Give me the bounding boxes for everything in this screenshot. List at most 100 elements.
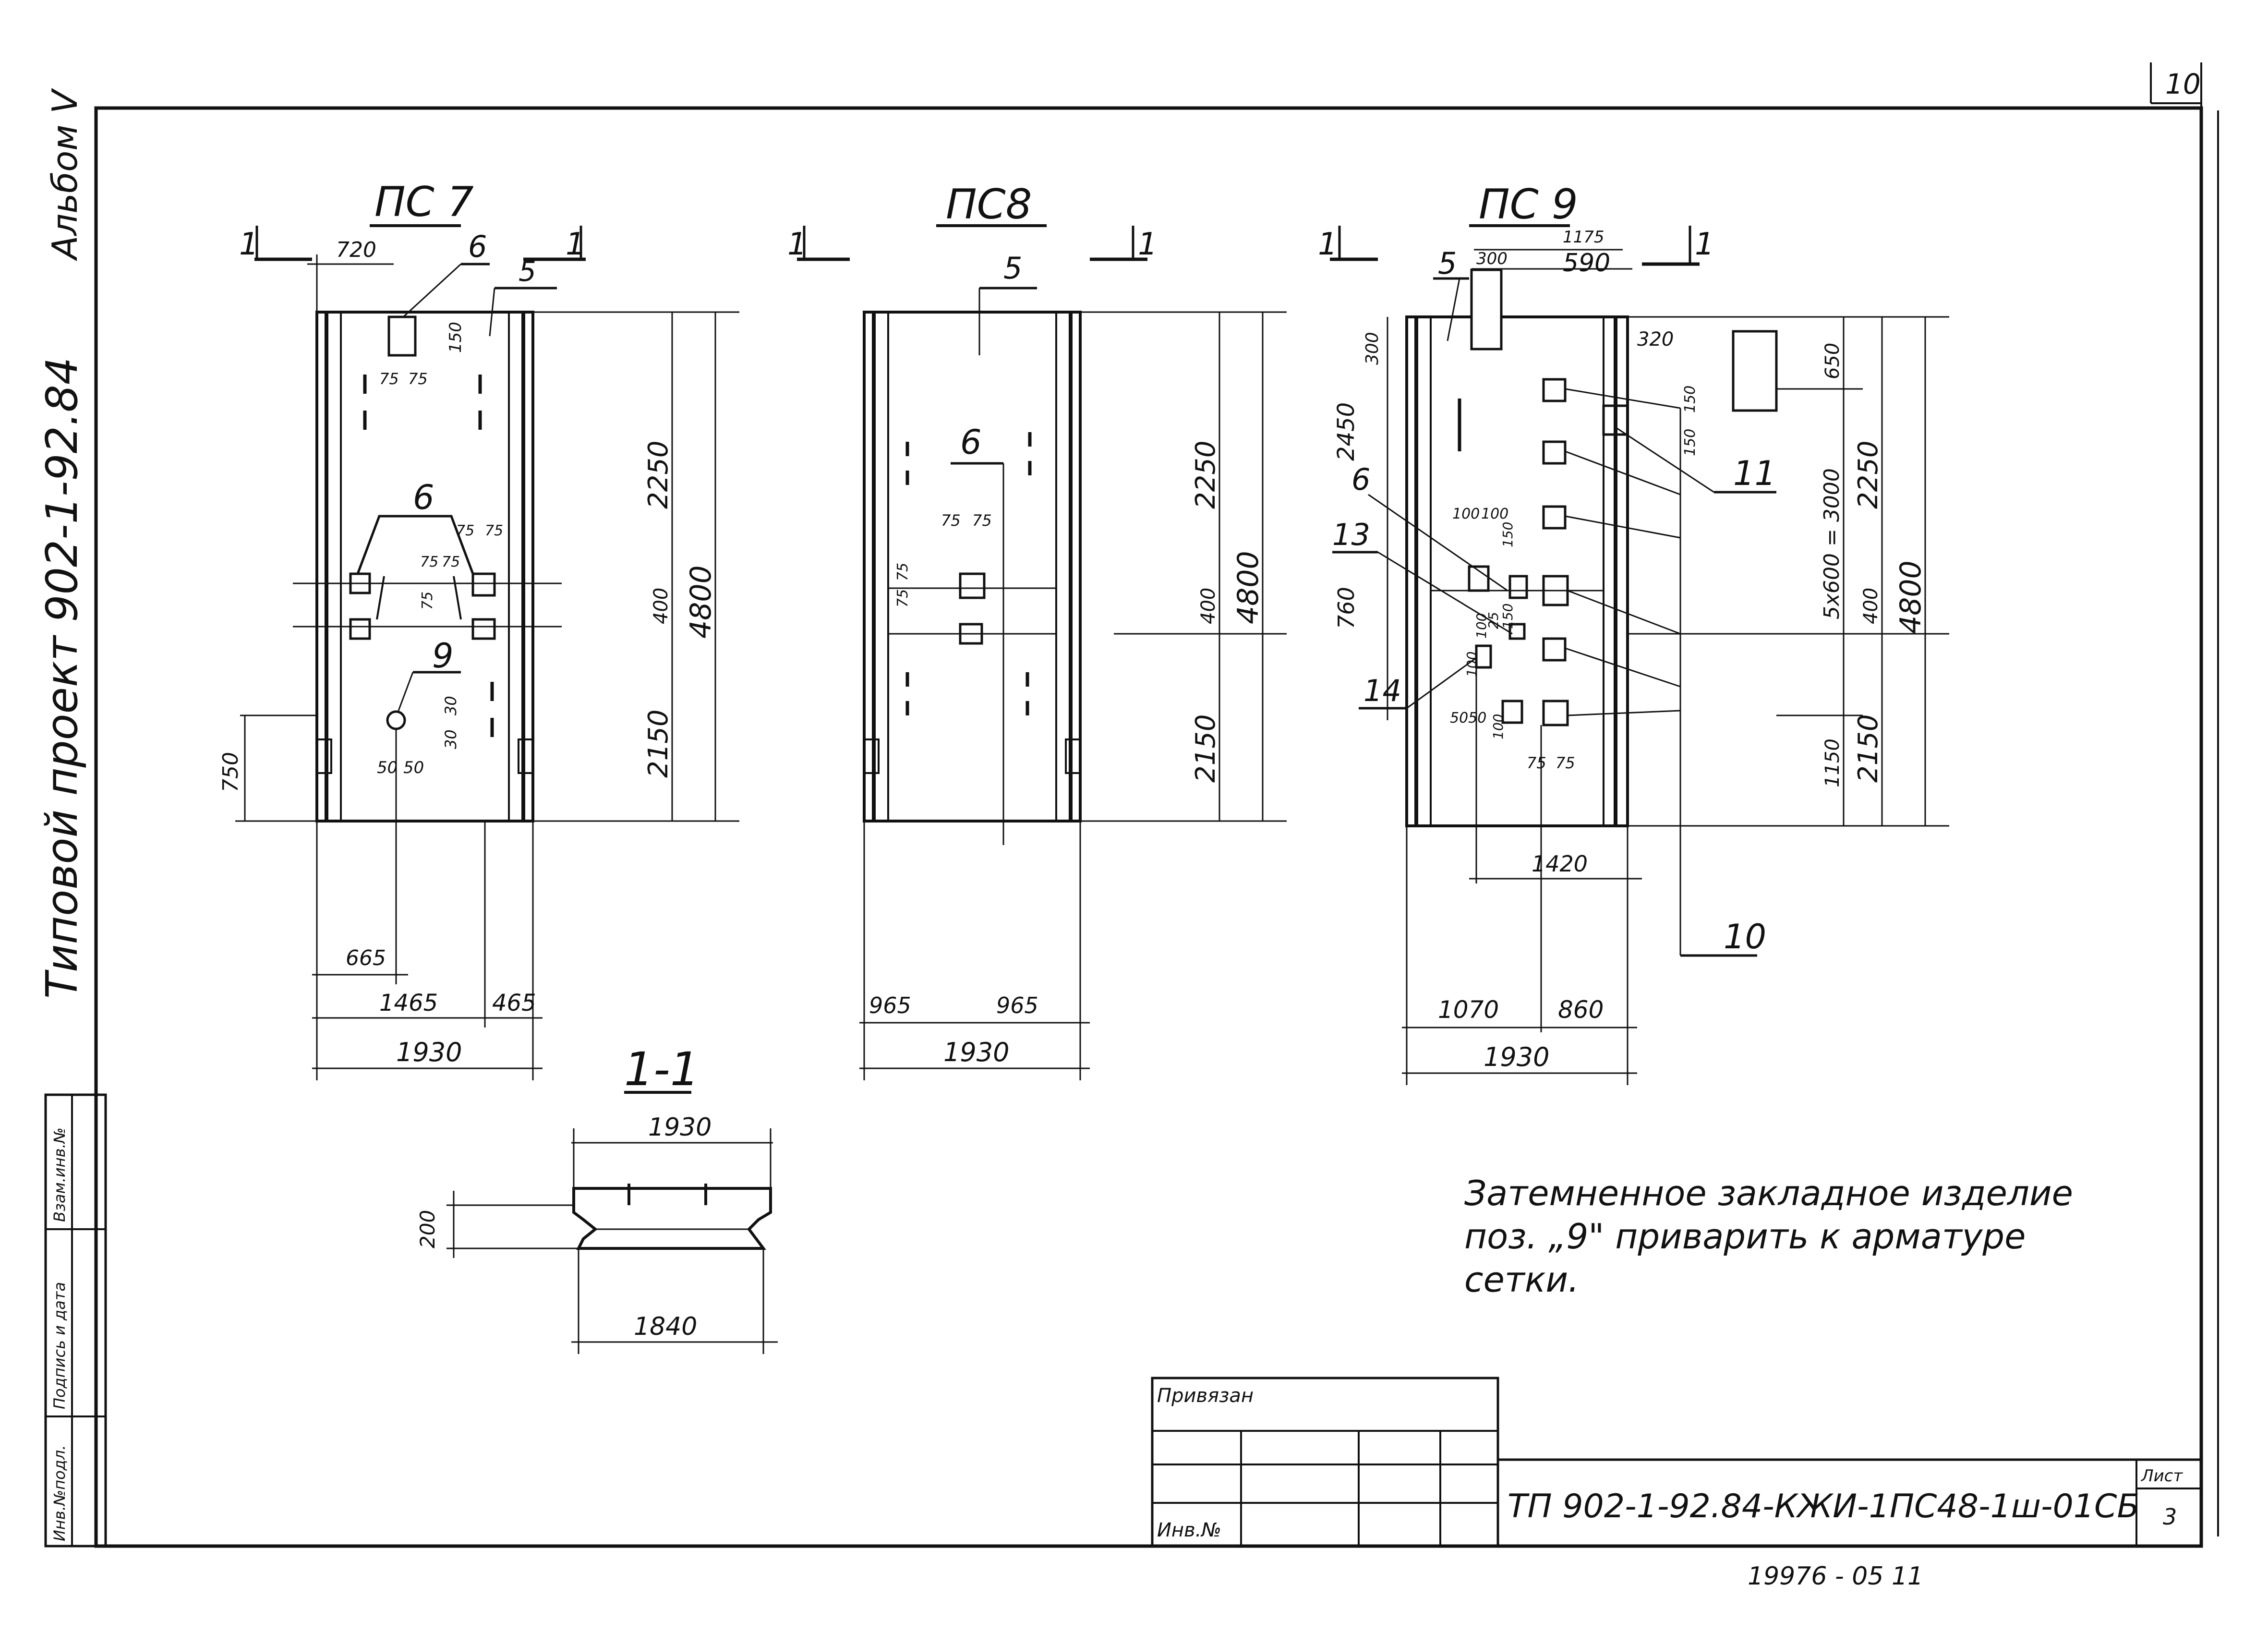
- ps7-dim-750: 750: [218, 752, 243, 792]
- ps9-dim-1150: 1150: [1822, 738, 1844, 787]
- privyazan-label: Привязан: [1157, 1385, 1254, 1407]
- ps7-dim-50-a: 50: [377, 758, 398, 777]
- ps7-title: ПС 7: [374, 178, 474, 226]
- ps7-dim-75-e: 75: [420, 554, 438, 570]
- ps7-section-mark-right: 1: [566, 227, 585, 262]
- ps9-dim-1175: 1175: [1563, 228, 1604, 247]
- ps9-dim-100-b: 100: [1481, 506, 1508, 522]
- ps9-dim-150-b: 150: [1682, 429, 1699, 456]
- ps8-dim-2150: 2150: [1190, 714, 1221, 783]
- ps8-dim-1930: 1930: [943, 1037, 1009, 1067]
- bottom-code: 19976 - 05 11: [1748, 1562, 1923, 1591]
- ps9-dim-2250: 2250: [1853, 440, 1884, 509]
- ps9-dim-5050: 5050: [1450, 710, 1486, 726]
- ps9-dim-300-left: 300: [1363, 332, 1382, 365]
- ps7-dim-465: 465: [492, 990, 536, 1016]
- sheet-label: Лист: [2140, 1466, 2183, 1486]
- ps8-dim-75-d: 75: [894, 589, 911, 607]
- ps9-dim-2450: 2450: [1333, 402, 1360, 461]
- ps7-dim-75-f: 75: [442, 554, 460, 570]
- section-dim-200: 200: [416, 1210, 439, 1248]
- ps7-dim-720: 720: [336, 238, 376, 262]
- general-note: Затемненное закладное изделие поз. „9" п…: [1464, 1173, 2073, 1300]
- ps9-callout-14: 14: [1363, 673, 1401, 708]
- ps9-dim-5x600: 5х600 = 3000: [1820, 468, 1844, 619]
- ps9-dim-1420: 1420: [1532, 851, 1588, 877]
- ps8-dim-965-a: 965: [869, 992, 911, 1018]
- ps9-dim-650: 650: [1822, 343, 1844, 379]
- ps9-dim-320: 320: [1637, 328, 1674, 351]
- ps9-dim-150-m: 150: [1500, 522, 1516, 547]
- ps7-section-mark-left: 1: [239, 227, 259, 262]
- ps9-callout-11: 11: [1733, 454, 1776, 493]
- panel-ps7: ПС 7 1 1: [218, 178, 739, 1080]
- ps9-dim-400: 400: [1860, 588, 1882, 624]
- drawing-designation: ТП 902-1-92.84-КЖИ-1ПС48-1ш-01СБ: [1508, 1488, 2139, 1525]
- ps8-dim-75-c: 75: [894, 563, 911, 581]
- ps8-dim-400: 400: [1197, 588, 1219, 624]
- project-title: Типовой проект 902-1-92.84: [37, 357, 87, 999]
- stamp-vzam-inv: Взам.инв.№: [50, 1127, 69, 1222]
- ps9-dim-1070: 1070: [1438, 996, 1499, 1024]
- ps7-dim-75-g: 75: [419, 592, 436, 610]
- ps7-dim-75-b: 75: [408, 370, 428, 388]
- ps9-top-opening: [1470, 268, 1503, 351]
- note-line-3: сетки.: [1464, 1259, 1579, 1300]
- ps8-section-mark-right: 1: [1138, 227, 1158, 262]
- note-line-2: поз. „9" приварить к арматуре: [1464, 1216, 2026, 1257]
- ps7-callout-9: 9: [432, 636, 454, 676]
- section-title: 1-1: [624, 1042, 700, 1096]
- note-line-1: Затемненное закладное изделие: [1464, 1173, 2073, 1213]
- ps7-dim-2150: 2150: [643, 709, 674, 778]
- ps9-dim-25: 25: [1485, 612, 1501, 629]
- ps7-dim-30-b: 30: [442, 696, 460, 715]
- ps9-dim-150-a: 150: [1682, 386, 1699, 413]
- album-title: Альбом V: [45, 88, 85, 261]
- ps7-dim-1465: 1465: [379, 990, 438, 1016]
- ps8-dim-965-b: 965: [996, 992, 1038, 1018]
- ps8-title: ПС8: [946, 181, 1032, 229]
- ps9-dim-760: 760: [1333, 587, 1359, 629]
- ps7-dim-665: 665: [346, 946, 386, 970]
- ps9-dim-150-n: 150: [1500, 604, 1516, 629]
- ps8-dim-2250: 2250: [1190, 440, 1221, 509]
- ps9-dim-1930: 1930: [1484, 1042, 1549, 1072]
- section-dim-1840: 1840: [634, 1312, 697, 1341]
- ps7-callout-5: 5: [519, 255, 536, 288]
- ps9-section-mark-left: 1: [1318, 227, 1338, 262]
- ps9-dim-100-a: 100: [1452, 506, 1480, 522]
- ps7-dim-75-d: 75: [485, 522, 503, 539]
- ps8-dim-75-b: 75: [972, 511, 992, 530]
- ps9-dim-4800: 4800: [1894, 560, 1928, 634]
- sheet-number: 10: [2165, 68, 2201, 100]
- ps8-dim-75-a: 75: [941, 511, 961, 530]
- ps9-dim-590: 590: [1563, 249, 1610, 278]
- ps7-dim-75-a: 75: [379, 370, 399, 388]
- ps7-dim-1930: 1930: [396, 1037, 462, 1067]
- ps8-callout-5: 5: [1003, 251, 1022, 286]
- ps9-callout-6: 6: [1351, 462, 1370, 497]
- ps7-dim-4800: 4800: [684, 565, 718, 639]
- ps9-section-mark-right: 1: [1695, 227, 1714, 262]
- stamp-signature-date: Подпись и дата: [50, 1282, 69, 1409]
- ps9-dim-75-b: 75: [1556, 754, 1575, 772]
- ps8-callout-6: 6: [960, 423, 982, 462]
- ps9-title: ПС 9: [1479, 181, 1578, 229]
- ps9-dim-75-a: 75: [1527, 754, 1546, 772]
- ps7-callout-6-top: 6: [468, 229, 487, 264]
- side-stamp: [44, 1093, 107, 1548]
- inv-no-label: Инв.№: [1157, 1519, 1221, 1541]
- ps8-dim-4800: 4800: [1231, 551, 1265, 624]
- ps9-callout-13: 13: [1332, 517, 1370, 552]
- ps7-callout-6-mid: 6: [413, 478, 434, 517]
- stamp-inv-podl: Инв.№подл.: [50, 1445, 69, 1541]
- panel-ps8: ПС8 1 1 5 6 75 75 75 75: [787, 181, 1287, 1080]
- ps9-dim-300-top: 300: [1476, 249, 1508, 268]
- ps9-dim-2150: 2150: [1853, 714, 1884, 783]
- section-1-1: 1-1 1930 200 1840: [416, 1042, 778, 1354]
- sheet-value: 3: [2163, 1504, 2177, 1530]
- ps7-dim-2250: 2250: [643, 440, 674, 509]
- sheet-frame: [94, 62, 2219, 1548]
